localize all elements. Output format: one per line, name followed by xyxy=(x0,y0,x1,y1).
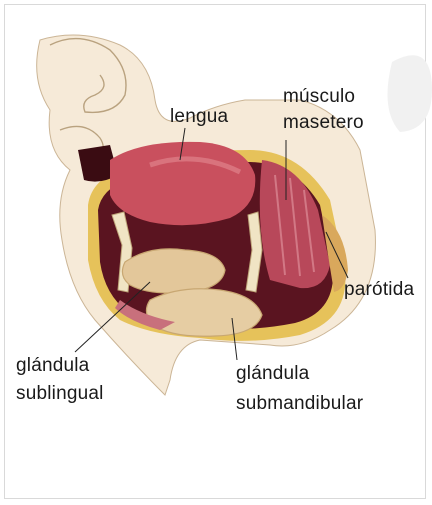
label-parotida: parótida xyxy=(344,277,414,303)
label-submandibular-line1: glándula xyxy=(236,361,309,387)
label-submandibular-line2: submandibular xyxy=(236,391,363,417)
label-musculo-line2: masetero xyxy=(283,110,364,136)
label-sublingual-line2: sublingual xyxy=(16,381,104,407)
tongue xyxy=(110,142,255,225)
sublingual-gland xyxy=(122,249,225,293)
label-lengua: lengua xyxy=(170,104,228,130)
label-musculo-line1: músculo xyxy=(283,84,355,110)
watermark-shape xyxy=(388,55,432,132)
label-sublingual-line1: glándula xyxy=(16,353,89,379)
